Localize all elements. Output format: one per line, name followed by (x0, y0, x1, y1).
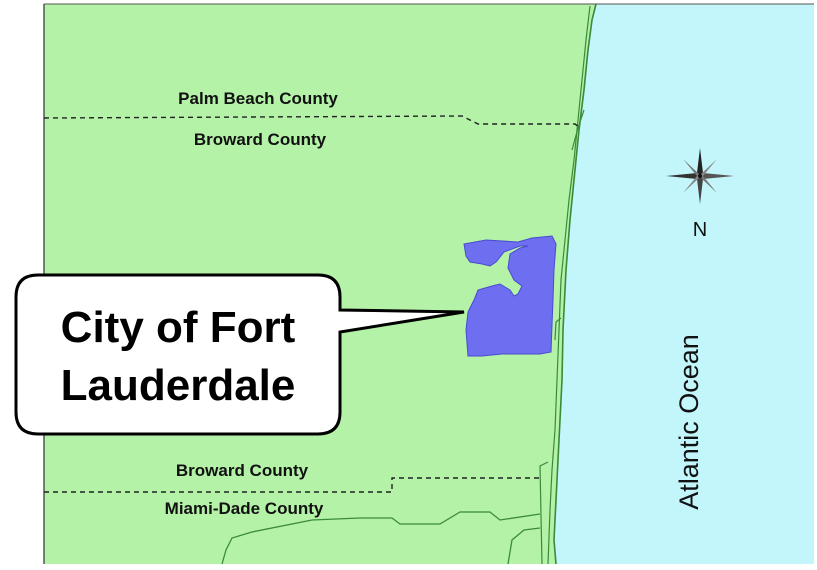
compass-rose-icon (666, 148, 734, 204)
label-broward-county-south: Broward County (176, 461, 309, 480)
ocean-area (554, 4, 814, 564)
county-line-broward-miami-dade (44, 477, 540, 493)
municipal-boundary (221, 511, 541, 565)
callout-bubble[interactable] (14, 273, 465, 436)
barrier-island-inlet (539, 109, 585, 565)
coastline (553, 3, 597, 565)
municipal-boundary-north-miami (507, 527, 541, 565)
callout-line-2: Lauderdale (61, 361, 296, 410)
county-line-palm-beach-broward (43, 115, 581, 129)
intracoastal-waterway (547, 5, 591, 565)
compass-north-letter: N (693, 219, 707, 241)
callout-line-1: City of Fort (61, 303, 296, 352)
label-miami-dade-county: Miami-Dade County (165, 499, 324, 518)
fort-lauderdale-area (463, 235, 557, 357)
label-palm-beach-county: Palm Beach County (178, 89, 338, 108)
label-broward-county-north: Broward County (194, 130, 327, 149)
label-atlantic-ocean: Atlantic Ocean (674, 334, 704, 510)
